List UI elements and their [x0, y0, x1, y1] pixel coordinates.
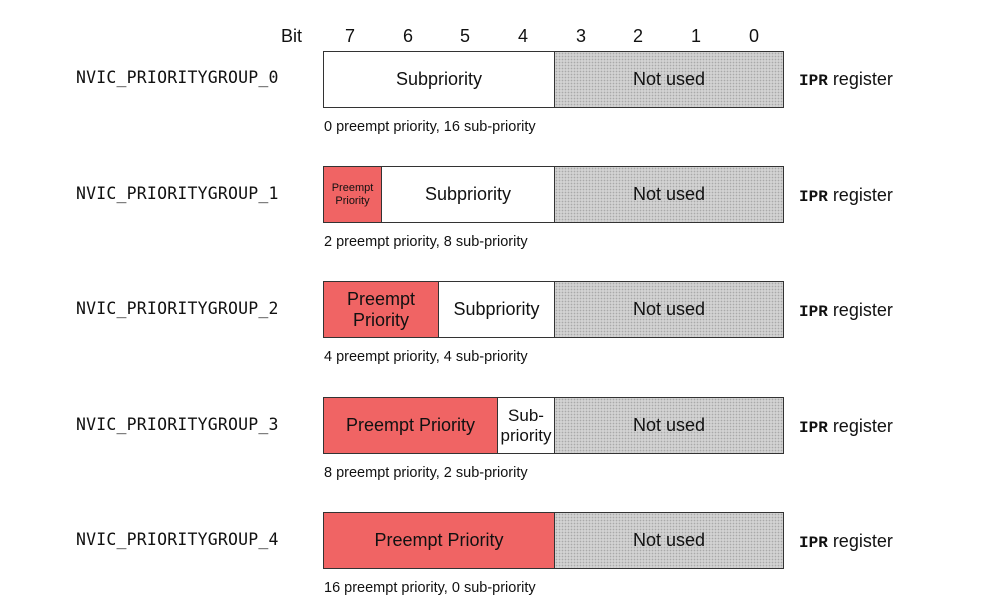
register-code: IPR — [799, 534, 828, 552]
bit-number-4: 4 — [517, 26, 528, 46]
subpriority-field: Subpriority — [382, 167, 555, 222]
not-used-field: Not used — [555, 167, 783, 222]
bit-number-2: 2 — [632, 26, 643, 46]
bit-number-6: 6 — [402, 26, 413, 46]
group-label: NVIC_PRIORITYGROUP_0 — [76, 68, 279, 87]
register-text: register — [827, 185, 893, 205]
bit-number-3: 3 — [575, 26, 586, 46]
bit-number-0: 0 — [748, 26, 759, 46]
not-used-field: Not used — [555, 513, 783, 568]
row-caption: 8 preempt priority, 2 sub-priority — [324, 465, 528, 481]
register-code: IPR — [799, 303, 828, 321]
subpriority-field: Sub- priority — [498, 398, 555, 453]
priority-register: Preempt Priority Subpriority Not used — [323, 281, 784, 338]
bit-number-1: 1 — [690, 26, 701, 46]
priority-register: Subpriority Not used — [323, 51, 784, 108]
not-used-field: Not used — [555, 282, 783, 337]
bit-header: Bit 7 6 5 4 3 2 1 0 — [0, 26, 1007, 50]
register-code: IPR — [799, 419, 828, 437]
bit-number-7: 7 — [344, 26, 355, 46]
row-caption: 2 preempt priority, 8 sub-priority — [324, 234, 528, 250]
register-label: IPR register — [799, 416, 893, 437]
preempt-priority-field: Preempt Priority — [324, 167, 382, 222]
subpriority-field: Subpriority — [439, 282, 555, 337]
priority-register: Preempt Priority Subpriority Not used — [323, 166, 784, 223]
not-used-field: Not used — [555, 398, 783, 453]
bit-header-title: Bit — [281, 26, 303, 46]
group-label: NVIC_PRIORITYGROUP_1 — [76, 184, 279, 203]
subpriority-field: Subpriority — [324, 52, 555, 107]
row-caption: 4 preempt priority, 4 sub-priority — [324, 349, 528, 365]
group-label: NVIC_PRIORITYGROUP_3 — [76, 415, 279, 434]
register-code: IPR — [799, 72, 828, 90]
preempt-priority-field: Preempt Priority — [324, 282, 439, 337]
row-caption: 16 preempt priority, 0 sub-priority — [324, 580, 536, 596]
register-text: register — [827, 531, 893, 551]
priority-register: Preempt Priority Sub- priority Not used — [323, 397, 784, 454]
row-caption: 0 preempt priority, 16 sub-priority — [324, 119, 536, 135]
not-used-field: Not used — [555, 52, 783, 107]
register-label: IPR register — [799, 531, 893, 552]
register-label: IPR register — [799, 300, 893, 321]
register-text: register — [827, 300, 893, 320]
register-label: IPR register — [799, 185, 893, 206]
register-label: IPR register — [799, 69, 893, 90]
register-text: register — [827, 69, 893, 89]
register-text: register — [827, 416, 893, 436]
priority-register: Preempt Priority Not used — [323, 512, 784, 569]
register-code: IPR — [799, 188, 828, 206]
preempt-priority-field: Preempt Priority — [324, 513, 555, 568]
group-label: NVIC_PRIORITYGROUP_2 — [76, 299, 279, 318]
bit-number-5: 5 — [459, 26, 470, 46]
preempt-priority-field: Preempt Priority — [324, 398, 498, 453]
group-label: NVIC_PRIORITYGROUP_4 — [76, 530, 279, 549]
